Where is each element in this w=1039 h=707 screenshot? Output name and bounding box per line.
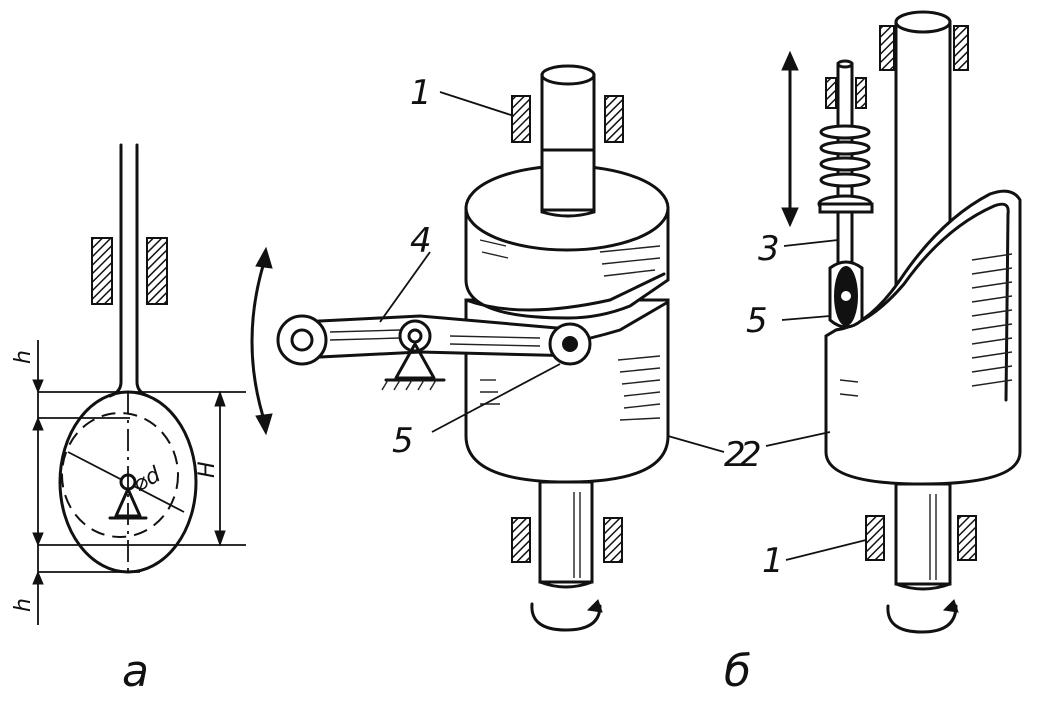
dim-h-bottom: h (11, 598, 36, 612)
label-roller-mid: 5 (392, 421, 414, 461)
rotation-arrow-mid (530, 599, 603, 632)
bearing-rod-left (825, 77, 837, 109)
dim-d: ⌀d (129, 462, 166, 497)
label-cam-right: 2 (740, 435, 762, 475)
bearing-right-top-left (879, 25, 895, 71)
label-roller-right: 5 (746, 301, 768, 341)
bearing-a-left (91, 237, 113, 305)
cam-body-upper (464, 148, 670, 320)
follower-rod-a (108, 143, 150, 398)
view-a-disk-cam: h h H ⌀d а (11, 143, 246, 697)
bearing-right-top-right (953, 25, 969, 71)
subfigure-label-a: а (122, 646, 149, 697)
spring (817, 124, 874, 214)
roller-right (828, 260, 864, 329)
label-cam-mid: 2 (724, 435, 746, 475)
push-rod (817, 59, 874, 266)
dim-H: H (195, 461, 220, 478)
rotation-arrow-right (886, 599, 959, 634)
bearing-a-right (146, 237, 168, 305)
roller-mid (548, 322, 592, 366)
label-bearing-mid: 1 (410, 73, 432, 113)
bearing-right-bottom-right (957, 515, 977, 561)
shaft-bottom-right (894, 482, 952, 591)
label-follower-rod: 3 (758, 229, 780, 269)
end-cam-body (824, 189, 1022, 486)
bearing-mid-bottom-right (603, 517, 623, 563)
subfigure-label-b: б (724, 646, 751, 697)
base-circle-dashed (61, 412, 179, 538)
bearing-right-bottom-left (865, 515, 885, 561)
bearing-mid-bottom-left (511, 517, 531, 563)
view-b-right-end-cam: 3 5 2 1 б (724, 10, 1022, 697)
dimension-lines (32, 340, 246, 625)
lever-arm (276, 314, 582, 391)
view-b-mid-cylindrical-cam: 1 4 5 2 (250, 64, 746, 632)
cam-groove (464, 272, 666, 312)
swing-arrow (250, 246, 273, 436)
label-lever: 4 (410, 221, 432, 261)
bearing-mid-top-left (511, 95, 531, 143)
bearing-mid-top-right (604, 95, 624, 143)
dim-h-top: h (11, 350, 36, 364)
shaft-bottom-mid (538, 480, 594, 589)
label-bearing-right: 1 (762, 541, 784, 581)
bearing-rod-right (855, 77, 867, 109)
vertical-motion-arrow (781, 50, 799, 228)
